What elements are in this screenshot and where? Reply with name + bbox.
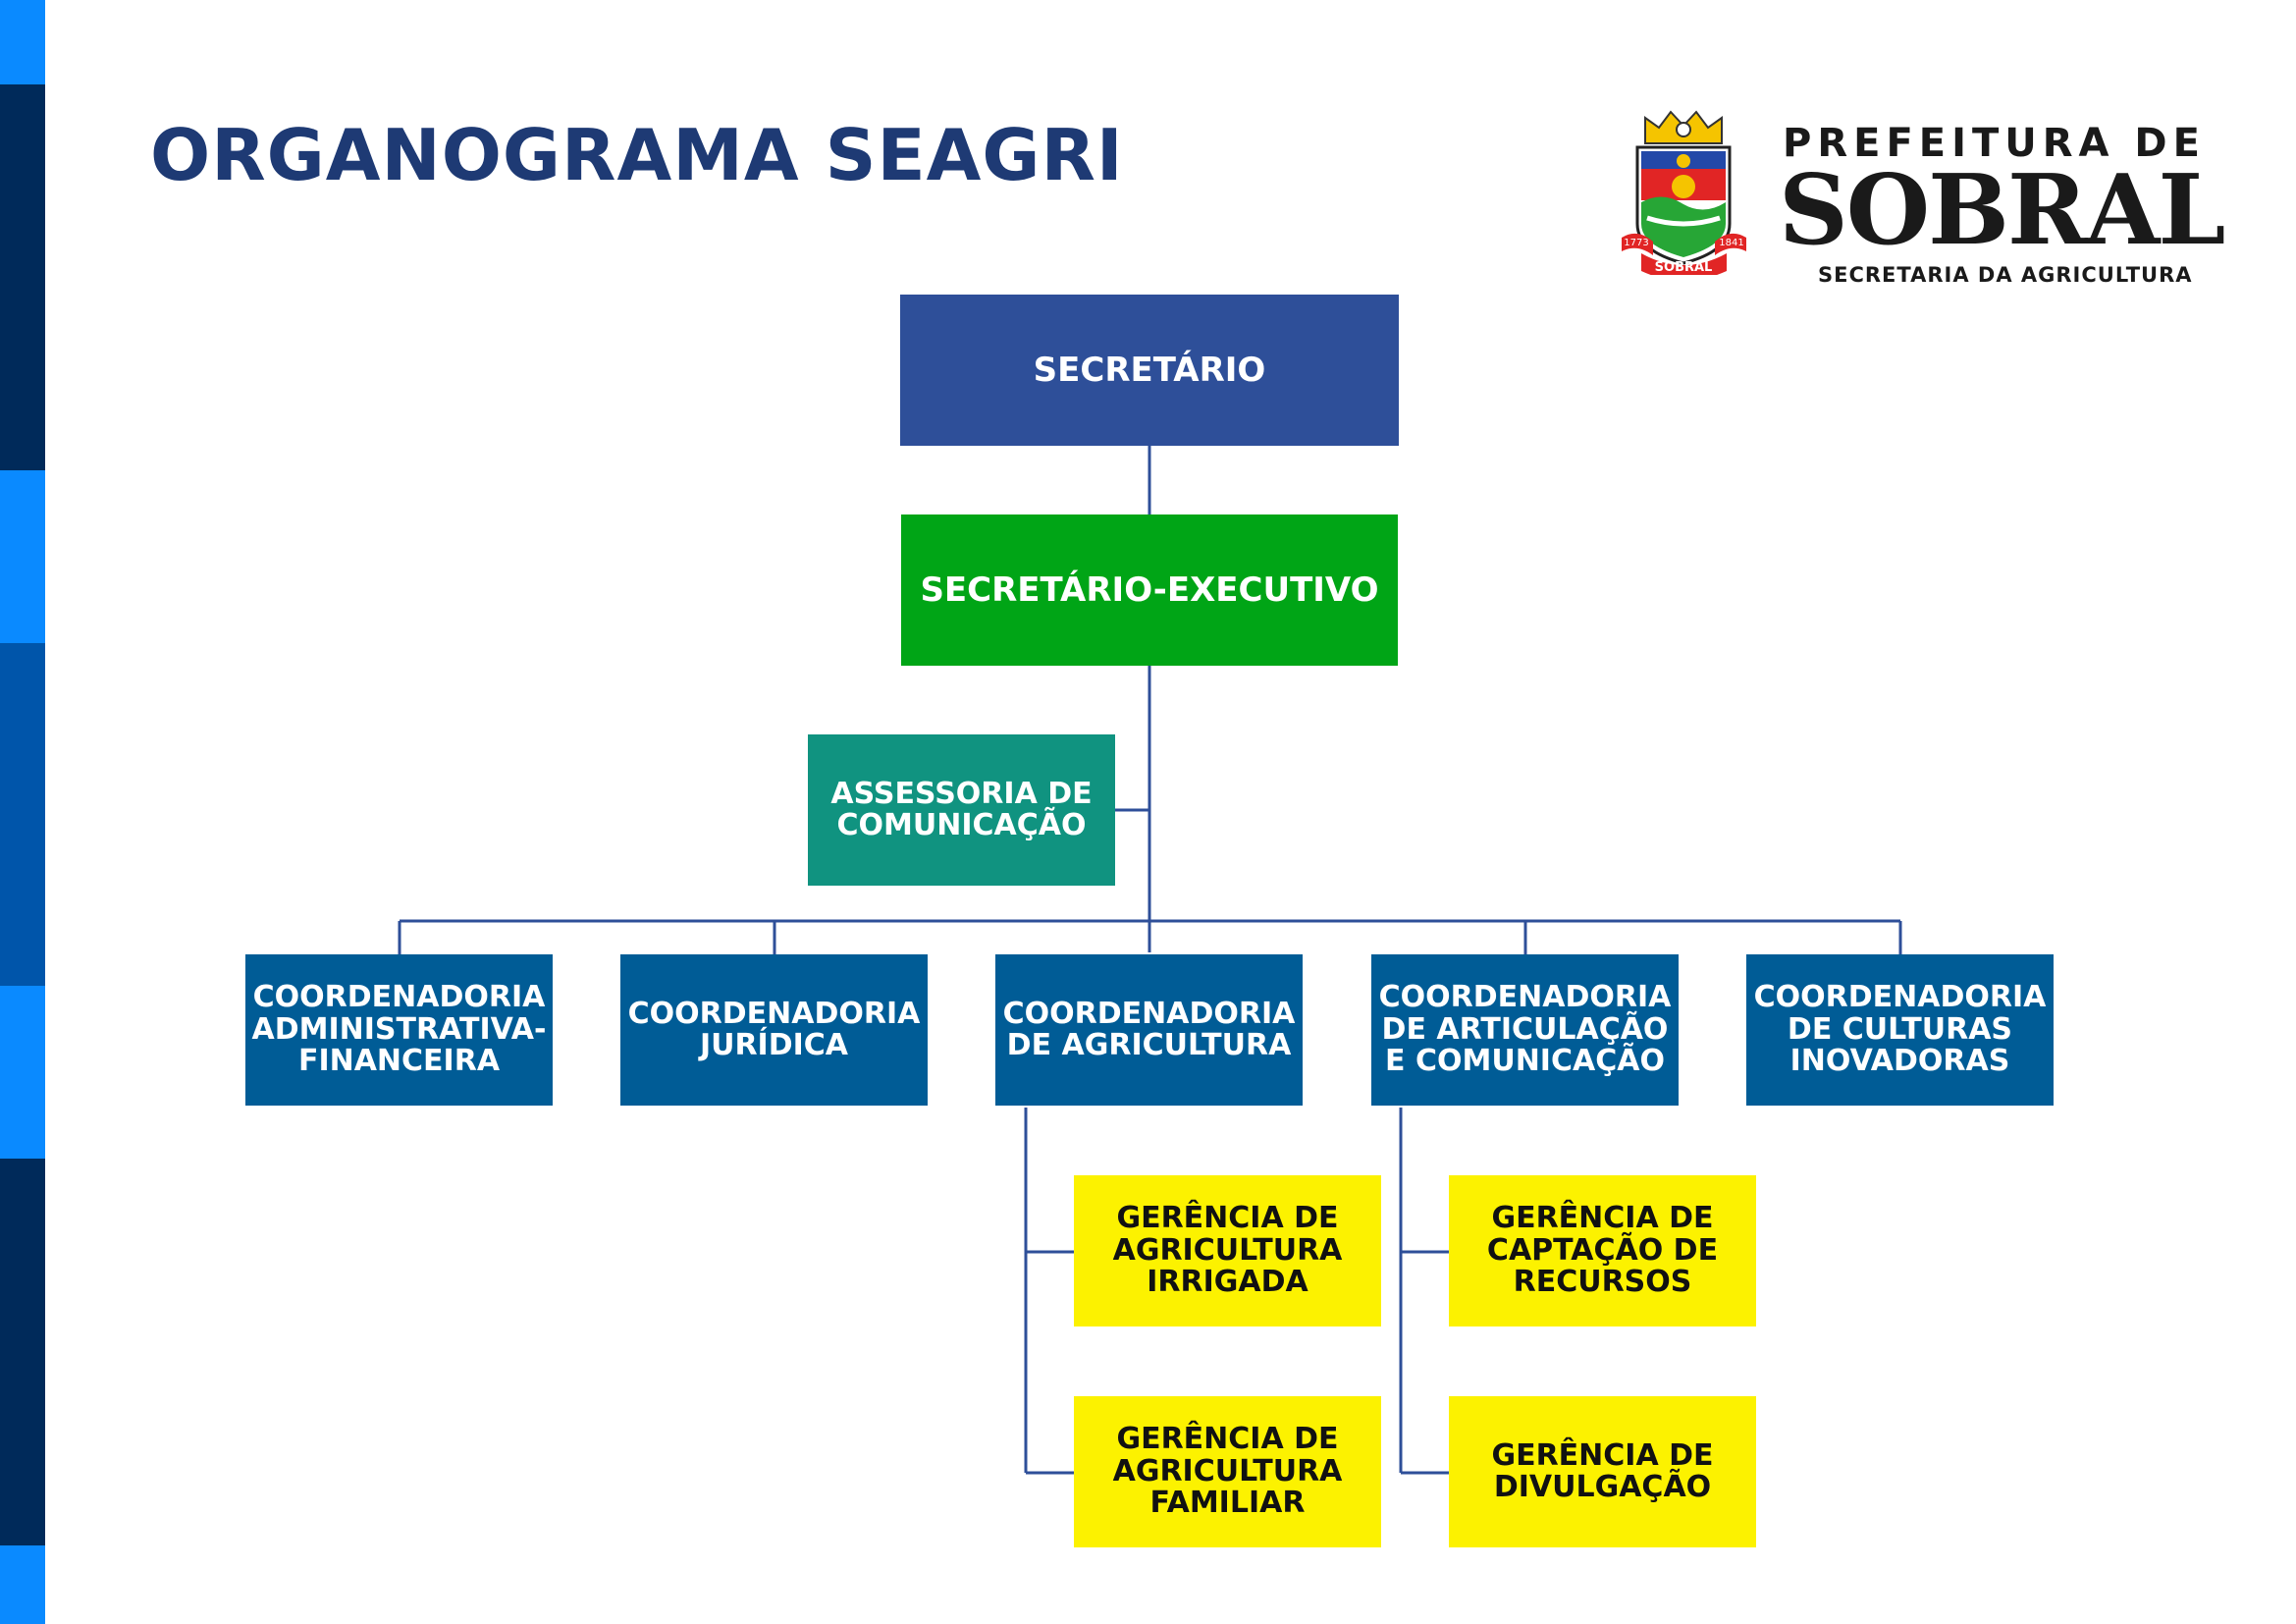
box-assessoria-comunicacao: ASSESSORIA DE COMUNICAÇÃO <box>808 734 1115 886</box>
coat-of-arms-icon: 1773 1841 SOBRAL <box>1622 110 1746 275</box>
page-title: ORGANOGRAMA SEAGRI <box>150 114 1124 196</box>
box-coord-juridica: COORDENADORIA JURÍDICA <box>620 954 928 1106</box>
sidebar-stripe <box>0 0 45 1624</box>
box-coord-administrativa-financeira: COORDENADORIA ADMINISTRATIVA- FINANCEIRA <box>245 954 553 1106</box>
box-secretario-executivo: SECRETÁRIO-EXECUTIVO <box>901 514 1398 666</box>
box-gerencia-agricultura-familiar: GERÊNCIA DE AGRICULTURA FAMILIAR <box>1074 1396 1381 1547</box>
box-coord-agricultura: COORDENADORIA DE AGRICULTURA <box>995 954 1303 1106</box>
logo-line-prefeitura: PREFEITURA DE <box>1783 121 2206 166</box>
sidebar-segment <box>0 84 45 470</box>
logo-line-sobral: SOBRAL <box>1779 154 2225 267</box>
sidebar-segment <box>0 986 45 1159</box>
logo-line-secretaria: SECRETARIA DA AGRICULTURA <box>1818 263 2193 287</box>
sidebar-segment <box>0 1545 45 1624</box>
box-secretario: SECRETÁRIO <box>900 295 1399 446</box>
sidebar-segment <box>0 470 45 643</box>
sidebar-segment <box>0 1159 45 1545</box>
box-gerencia-divulgacao: GERÊNCIA DE DIVULGAÇÃO <box>1449 1396 1756 1547</box>
box-coord-articulacao-comunicacao: COORDENADORIA DE ARTICULAÇÃO E COMUNICAÇ… <box>1371 954 1679 1106</box>
crest-year-left: 1773 <box>1624 238 1648 248</box>
logo-prefeitura: 1773 1841 SOBRAL PREFEITURA DE SOBRAL SE… <box>1610 98 2225 295</box>
crest-year-right: 1841 <box>1719 238 1743 248</box>
crest-label: SOBRAL <box>1655 260 1713 275</box>
sidebar-segment <box>0 0 45 84</box>
box-coord-culturas-inovadoras: COORDENADORIA DE CULTURAS INOVADORAS <box>1746 954 2054 1106</box>
sidebar-segment <box>0 643 45 986</box>
box-gerencia-captacao-recursos: GERÊNCIA DE CAPTAÇÃO DE RECURSOS <box>1449 1175 1756 1326</box>
box-gerencia-agricultura-irrigada: GERÊNCIA DE AGRICULTURA IRRIGADA <box>1074 1175 1381 1326</box>
